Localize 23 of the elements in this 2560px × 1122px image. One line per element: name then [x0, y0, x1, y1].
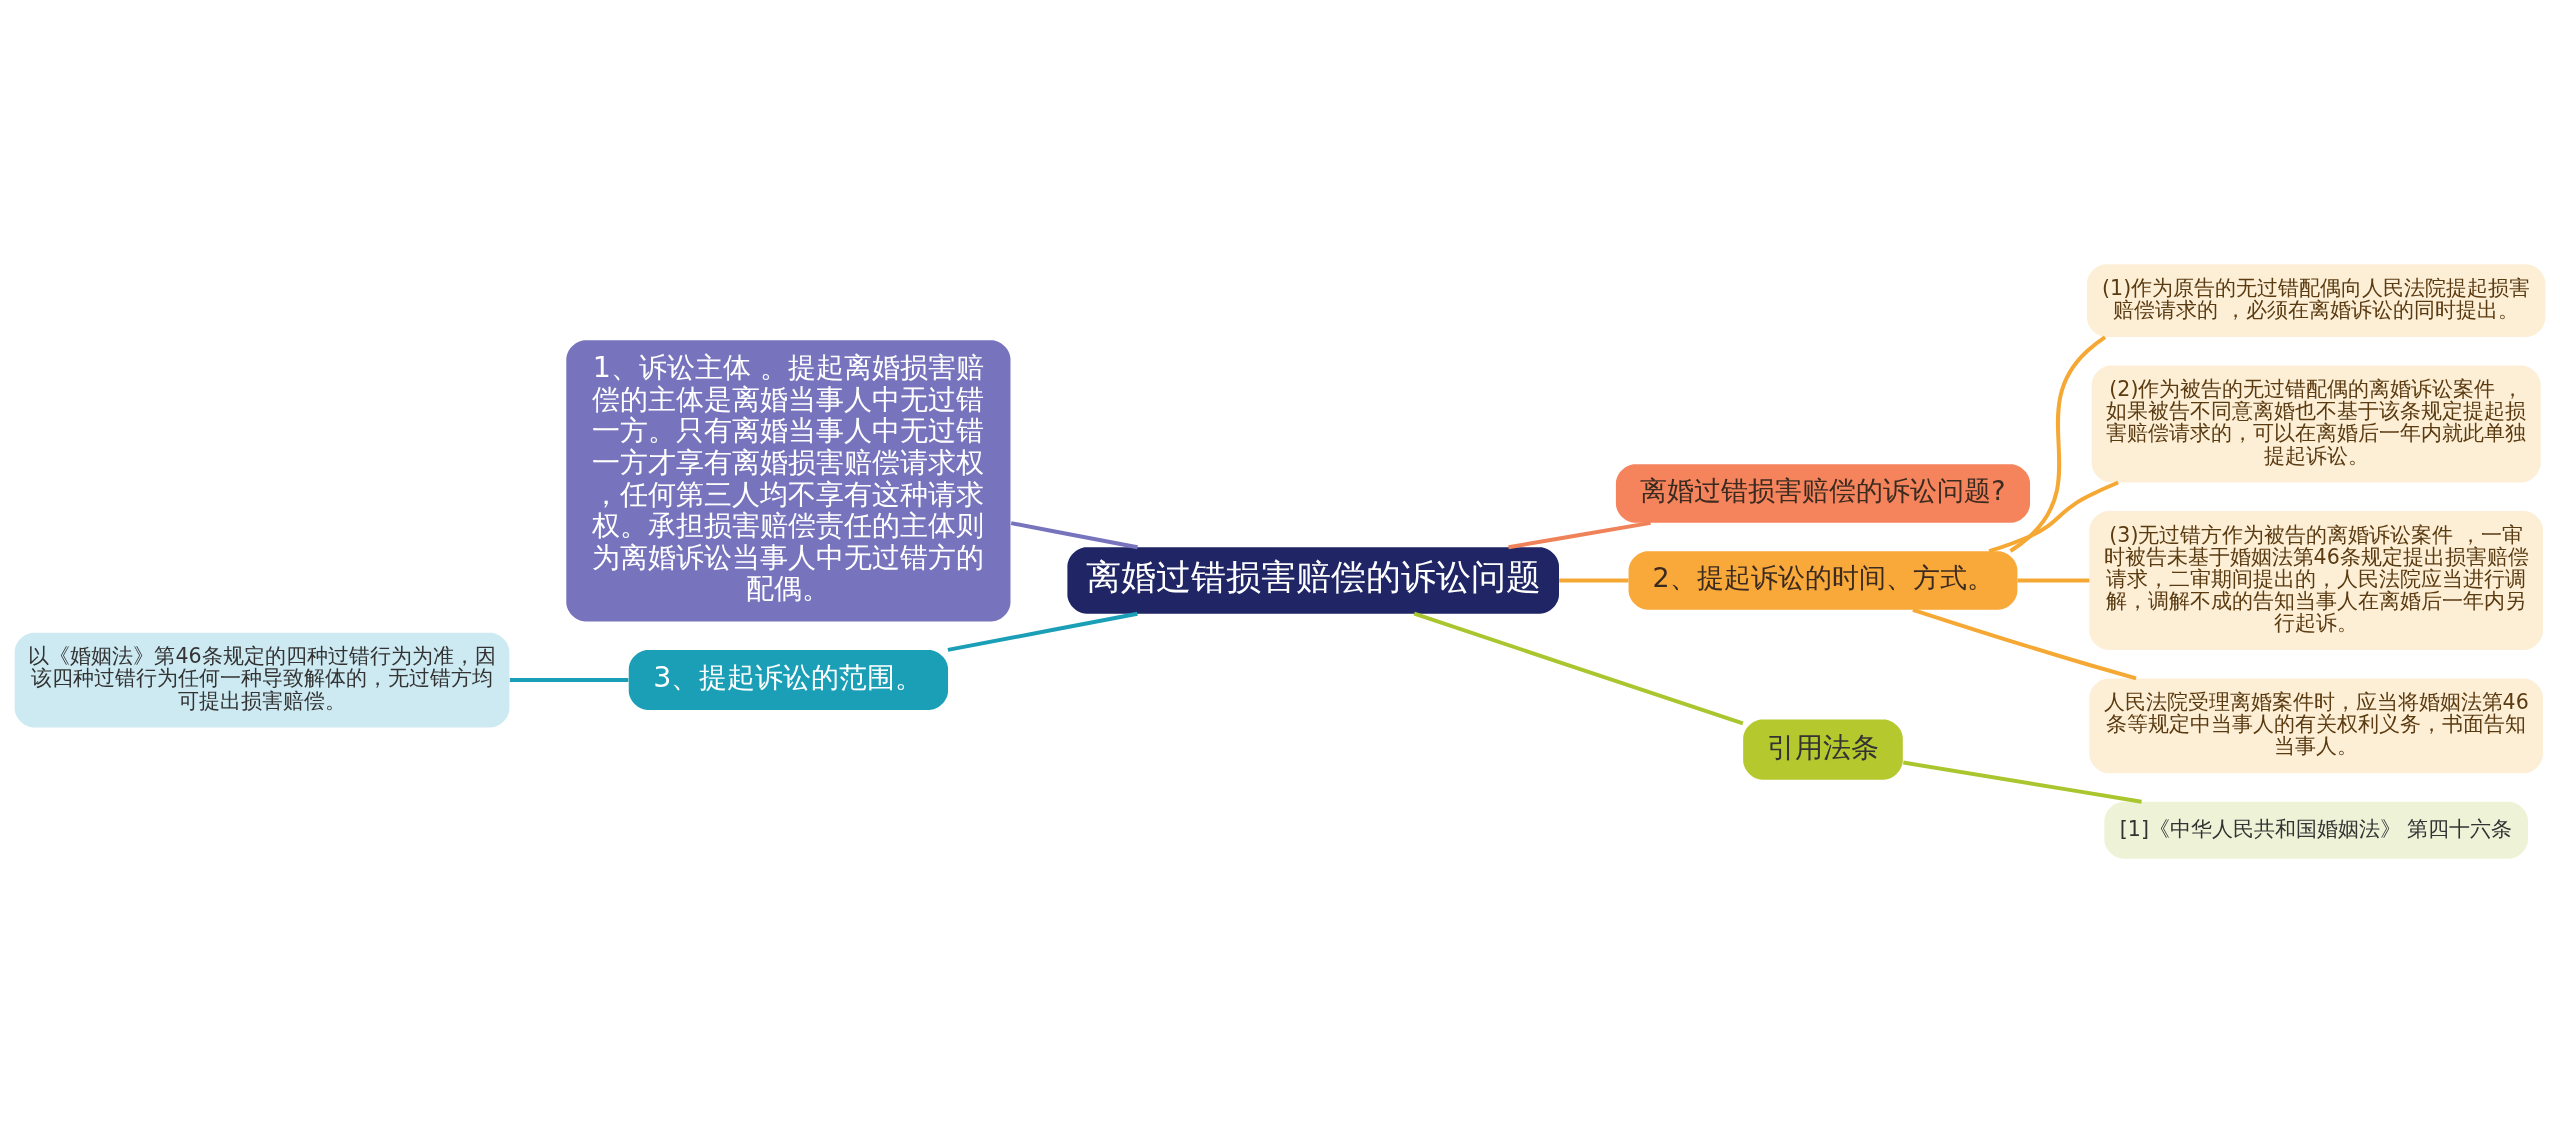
connector	[1010, 520, 1138, 549]
node-box: 1、诉讼主体 。提起离婚损害赔偿的主体是离婚当事人中无过错一方。只有离婚当事人中无过错一方才享有离婚损害赔偿请求权，任何第三人均不享有这种请求权。承担损害赔偿责任的主体则为离婚诉讼当事人中无过错方的配偶。	[566, 339, 1011, 622]
connector	[1559, 578, 1629, 582]
node-box: (2)作为被告的无过错配偶的离婚诉讼案件 ，如果被告不同意离婚也不基于该条规定提起损害赔偿请求的，可以在离婚后一年内就此单独提起诉讼。	[2091, 365, 2541, 482]
connector	[1413, 611, 1744, 725]
connector	[1508, 520, 1651, 549]
connector	[2017, 578, 2090, 582]
node-box: [1]《中华人民共和国婚姻法》 第四十六条	[2104, 801, 2528, 859]
node-box: (1)作为原告的无过错配偶向人民法院提起损害赔偿请求的 ，必须在离婚诉讼的同时提出。	[2086, 263, 2546, 337]
connector	[1988, 480, 2119, 553]
node-box: 3、提起诉讼的范围。	[628, 649, 949, 710]
node-box: (3)无过错方作为被告的离婚诉讼案件 ，一审时被告未基于婚姻法第46条规定提出损害赔偿请求，二审期间提出的，人民法院应当进行调解，调解不成的告知当事人在离婚后一年内另行起诉。	[2089, 510, 2543, 650]
node-box: 离婚过错损害赔偿的诉讼问题	[1067, 546, 1559, 614]
connector	[1912, 607, 2137, 680]
node-box: 离婚过错损害赔偿的诉讼问题?	[1615, 463, 2031, 523]
connector	[1902, 760, 2142, 804]
connector	[509, 677, 629, 682]
node-box: 人民法院受理离婚案件时，应当将婚姻法第46条等规定中当事人的有关权利义务，书面告知当事人。	[2089, 677, 2543, 773]
node-box: 引用法条	[1743, 719, 1903, 780]
node-box: 2、提起诉讼的时间、方式。	[1628, 550, 2018, 610]
node-box: 以《婚姻法》第46条规定的四种过错行为为准，因该四种过错行为任何一种导致解体的，无过错方均可提出损害赔偿。	[14, 632, 510, 727]
connector	[2009, 334, 2107, 553]
connector	[947, 611, 1138, 652]
